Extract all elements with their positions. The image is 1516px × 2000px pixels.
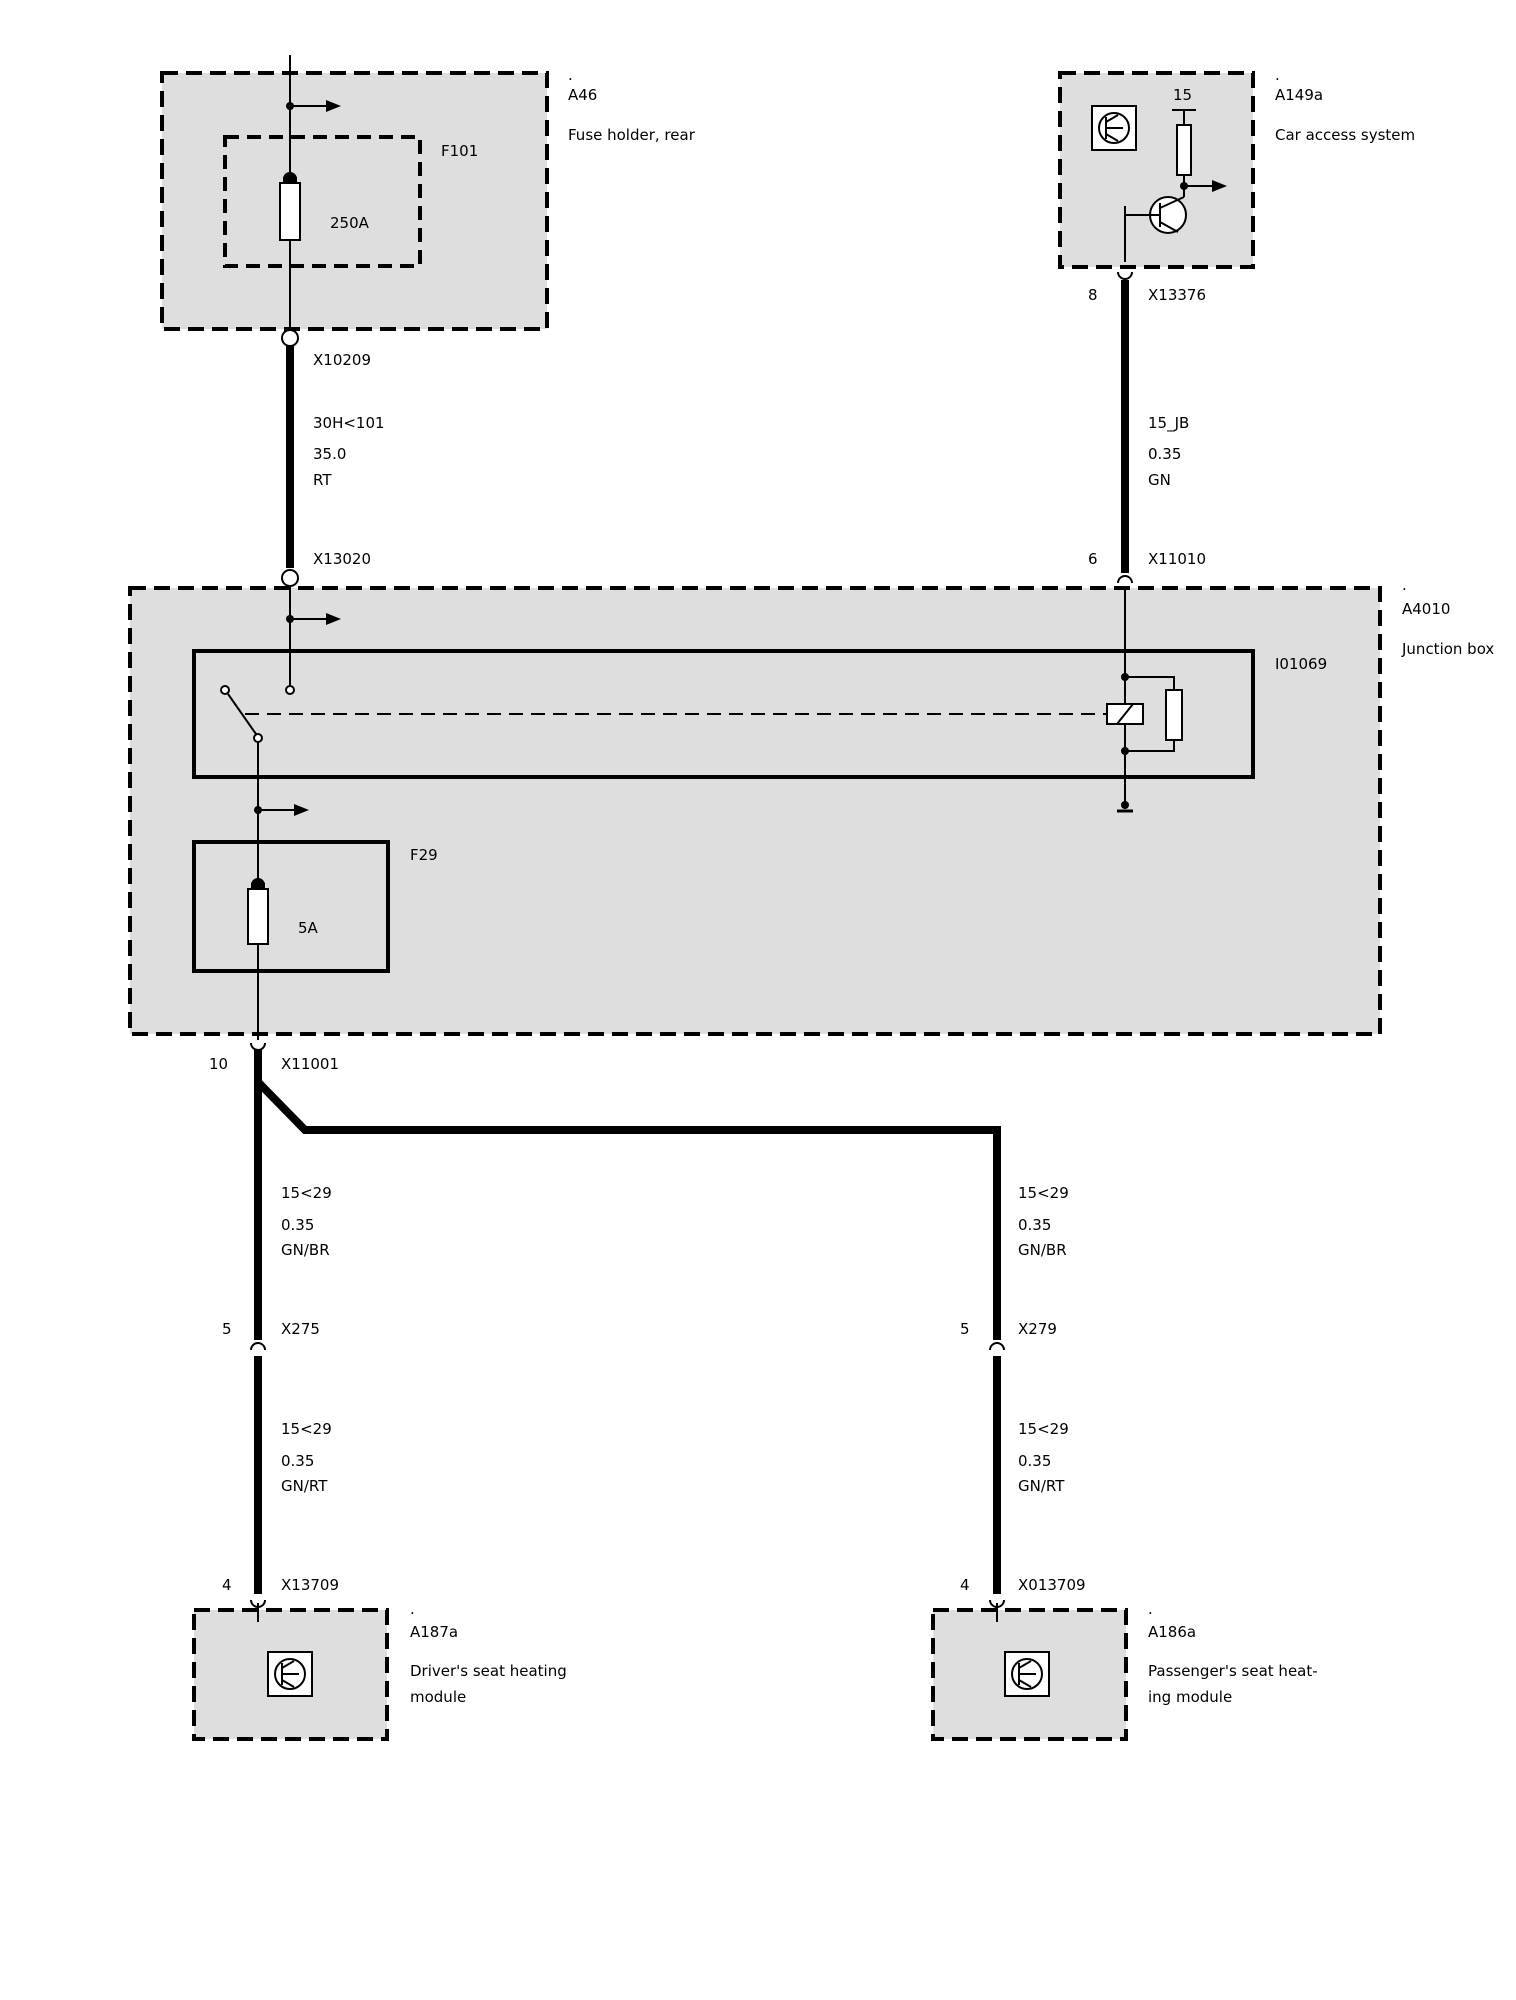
x11001-name: X11001 — [281, 1055, 339, 1073]
connector-x279: 5 X279 — [960, 1320, 1057, 1351]
a187a-desc-2: module — [410, 1688, 466, 1706]
a46-dot: . — [568, 66, 573, 84]
x13020-name: X13020 — [313, 550, 371, 568]
f29-label: F29 — [410, 846, 438, 864]
x11010-pin: 6 — [1088, 550, 1098, 568]
connector-x275: 5 X275 — [222, 1320, 320, 1351]
w1-size: 35.0 — [313, 445, 346, 463]
x279-name: X279 — [1018, 1320, 1057, 1338]
transistor-icon — [267, 1651, 313, 1697]
w6-size: 0.35 — [1018, 1452, 1051, 1470]
a187a-id: A187a — [410, 1623, 458, 1641]
f101-label: F101 — [441, 142, 478, 160]
w3-signal: 15<29 — [281, 1184, 332, 1202]
w3-color: GN/BR — [281, 1241, 330, 1259]
transistor-icon — [1091, 105, 1137, 151]
f29-rating: 5A — [298, 919, 319, 937]
w4-size: 0.35 — [1018, 1216, 1051, 1234]
fuse-icon — [279, 172, 301, 241]
a149a-desc: Car access system — [1275, 126, 1415, 144]
wire-15-29-passenger: 15<29 0.35 GN/RT 4 X013709 — [960, 1356, 1086, 1608]
a149a-terminal: 15 — [1173, 86, 1192, 104]
transistor-icon — [1004, 1651, 1050, 1697]
wire-15jb: 8 X13376 15_JB 0.35 GN 6 X11010 — [1088, 271, 1206, 584]
module-a186a: . A186a Passenger's seat heat- ing modul… — [931, 1600, 1318, 1741]
relay-id: I01069 — [1275, 655, 1327, 673]
w6-color: GN/RT — [1018, 1477, 1065, 1495]
a187a-dot: . — [410, 1600, 415, 1618]
wire-30h: X10209 30H<101 35.0 RT X13020 — [281, 329, 385, 568]
w6-signal: 15<29 — [1018, 1420, 1069, 1438]
x275-pin: 5 — [222, 1320, 232, 1338]
a46-desc: Fuse holder, rear — [568, 126, 696, 144]
w4-signal: 15<29 — [1018, 1184, 1069, 1202]
relay-i01069: I01069 — [192, 649, 1327, 779]
fuse-icon — [247, 878, 269, 945]
wire-15-29-driver: 15<29 0.35 GN/RT 4 X13709 — [222, 1356, 339, 1608]
w2-signal: 15_JB — [1148, 414, 1189, 433]
a186a-id: A186a — [1148, 1623, 1196, 1641]
w1-color: RT — [313, 471, 332, 489]
a4010-dot: . — [1402, 576, 1407, 594]
a46-id: A46 — [568, 86, 597, 104]
f101-rating: 250A — [330, 214, 370, 232]
x11010-name: X11010 — [1148, 550, 1206, 568]
x13709-name: X13709 — [281, 1576, 339, 1594]
x013709-pin: 4 — [960, 1576, 970, 1594]
module-a187a: . A187a Driver's seat heating module — [192, 1600, 567, 1741]
module-a149a: 15 . A149a Car access system — [1058, 66, 1415, 269]
w4-color: GN/BR — [1018, 1241, 1067, 1259]
a186a-dot: . — [1148, 1600, 1153, 1618]
x13376-pin: 8 — [1088, 286, 1098, 304]
w1-signal: 30H<101 — [313, 414, 385, 432]
w3-size: 0.35 — [281, 1216, 314, 1234]
x013709-name: X013709 — [1018, 1576, 1086, 1594]
x10209-name: X10209 — [313, 351, 371, 369]
a149a-dot: . — [1275, 66, 1280, 84]
a4010-id: A4010 — [1402, 600, 1450, 618]
connector-x10209-pin — [281, 329, 299, 347]
connector-x13020-pin — [281, 569, 299, 587]
a186a-desc-2: ing module — [1148, 1688, 1232, 1706]
module-a46: . A46 Fuse holder, rear F101 250A — [160, 55, 696, 331]
x279-pin: 5 — [960, 1320, 970, 1338]
a149a-id: A149a — [1275, 86, 1323, 104]
relay-coil-icon — [1106, 703, 1144, 725]
a186a-desc-1: Passenger's seat heat- — [1148, 1662, 1318, 1680]
x275-name: X275 — [281, 1320, 320, 1338]
a187a-desc-1: Driver's seat heating — [410, 1662, 567, 1680]
wire-15-29-split: 10 X11001 15<29 0.35 GN/BR 15<29 0.35 GN… — [209, 1042, 1069, 1340]
x13709-pin: 4 — [222, 1576, 232, 1594]
w5-signal: 15<29 — [281, 1420, 332, 1438]
w2-color: GN — [1148, 471, 1171, 489]
module-a4010: I01069 F29 5A . A4010 Junction box — [128, 569, 1494, 1040]
x11001-pin: 10 — [209, 1055, 228, 1073]
w5-color: GN/RT — [281, 1477, 328, 1495]
w2-size: 0.35 — [1148, 445, 1181, 463]
a4010-desc: Junction box — [1401, 640, 1494, 658]
fuse-f29: F29 5A — [192, 840, 438, 973]
w5-size: 0.35 — [281, 1452, 314, 1470]
x13376-name: X13376 — [1148, 286, 1206, 304]
